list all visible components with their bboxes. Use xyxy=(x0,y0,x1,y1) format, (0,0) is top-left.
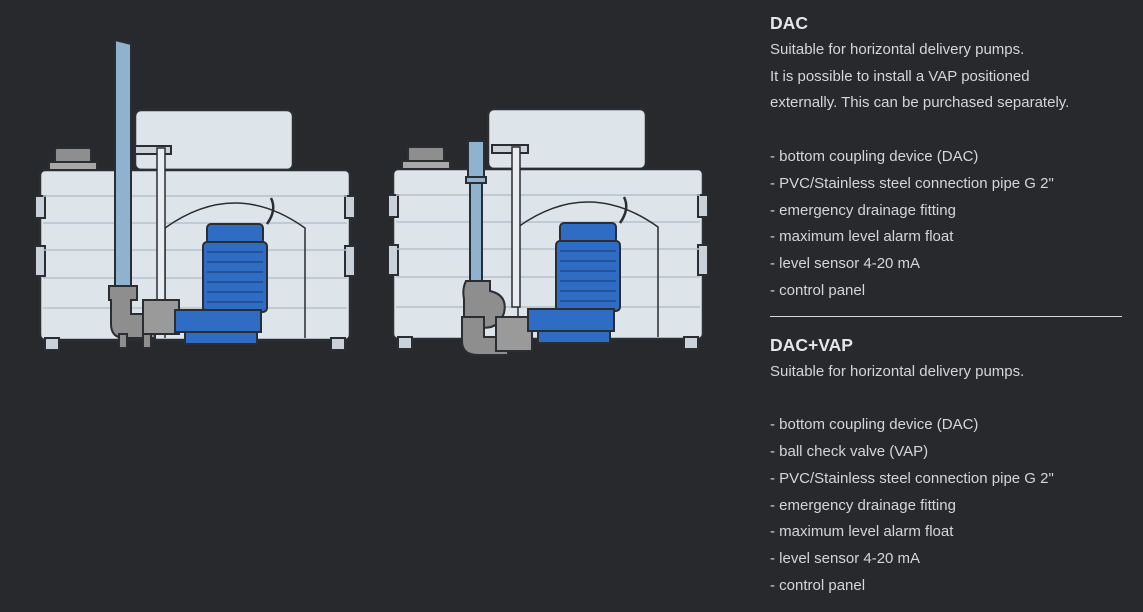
coupling-device xyxy=(495,316,533,352)
section-divider xyxy=(770,315,1122,317)
list-item: - PVC/Stainless steel connection pipe G … xyxy=(770,469,1054,487)
feature-list: - bottom coupling device (DAC) - ball ch… xyxy=(770,412,1122,600)
pump-volute xyxy=(527,308,615,332)
list-item: - ball check valve (VAP) xyxy=(770,442,929,460)
list-item: - emergency drainage fitting xyxy=(770,201,956,219)
list-item: - emergency drainage fitting xyxy=(770,496,956,514)
feature-list: - bottom coupling device (DAC) - PVC/Sta… xyxy=(770,144,1122,305)
pump-cable xyxy=(618,196,628,224)
section-dac: DAC Suitable for horizontal delivery pum… xyxy=(770,10,1122,305)
list-item: - PVC/Stainless steel connection pipe G … xyxy=(770,174,1054,192)
dac-tank-illustration xyxy=(35,38,356,351)
product-description: DAC Suitable for horizontal delivery pum… xyxy=(770,10,1122,600)
section-title: DAC xyxy=(770,13,808,33)
intro-line: externally. This can be purchased separa… xyxy=(770,94,1070,112)
spacer xyxy=(770,385,1122,412)
pump-cable xyxy=(265,197,275,225)
list-item: - bottom coupling device (DAC) xyxy=(770,147,979,165)
delivery-pipe xyxy=(467,140,485,178)
section-title: DAC+VAP xyxy=(770,334,853,355)
intro-line: It is possible to install a VAP position… xyxy=(770,67,1030,85)
list-item: - bottom coupling device (DAC) xyxy=(770,416,979,434)
list-item: - level sensor 4-20 mA xyxy=(770,255,921,273)
coupling-device xyxy=(142,299,180,335)
dac-vap-tank-illustration xyxy=(388,107,709,356)
section-dac-vap: DAC+VAP Suitable for horizontal delivery… xyxy=(770,332,1122,600)
pump-volute xyxy=(174,309,262,333)
delivery-pipe xyxy=(114,38,132,291)
list-item: - maximum level alarm float xyxy=(770,523,954,541)
list-item: - control panel xyxy=(770,281,866,299)
list-item: - control panel xyxy=(770,576,866,594)
illustrations xyxy=(35,38,709,356)
spacer xyxy=(770,117,1122,144)
list-item: - maximum level alarm float xyxy=(770,228,954,246)
list-item: - level sensor 4-20 mA xyxy=(770,550,921,568)
intro-line: Suitable for horizontal delivery pumps. xyxy=(770,362,1025,380)
intro-line: Suitable for horizontal delivery pumps. xyxy=(770,40,1025,58)
